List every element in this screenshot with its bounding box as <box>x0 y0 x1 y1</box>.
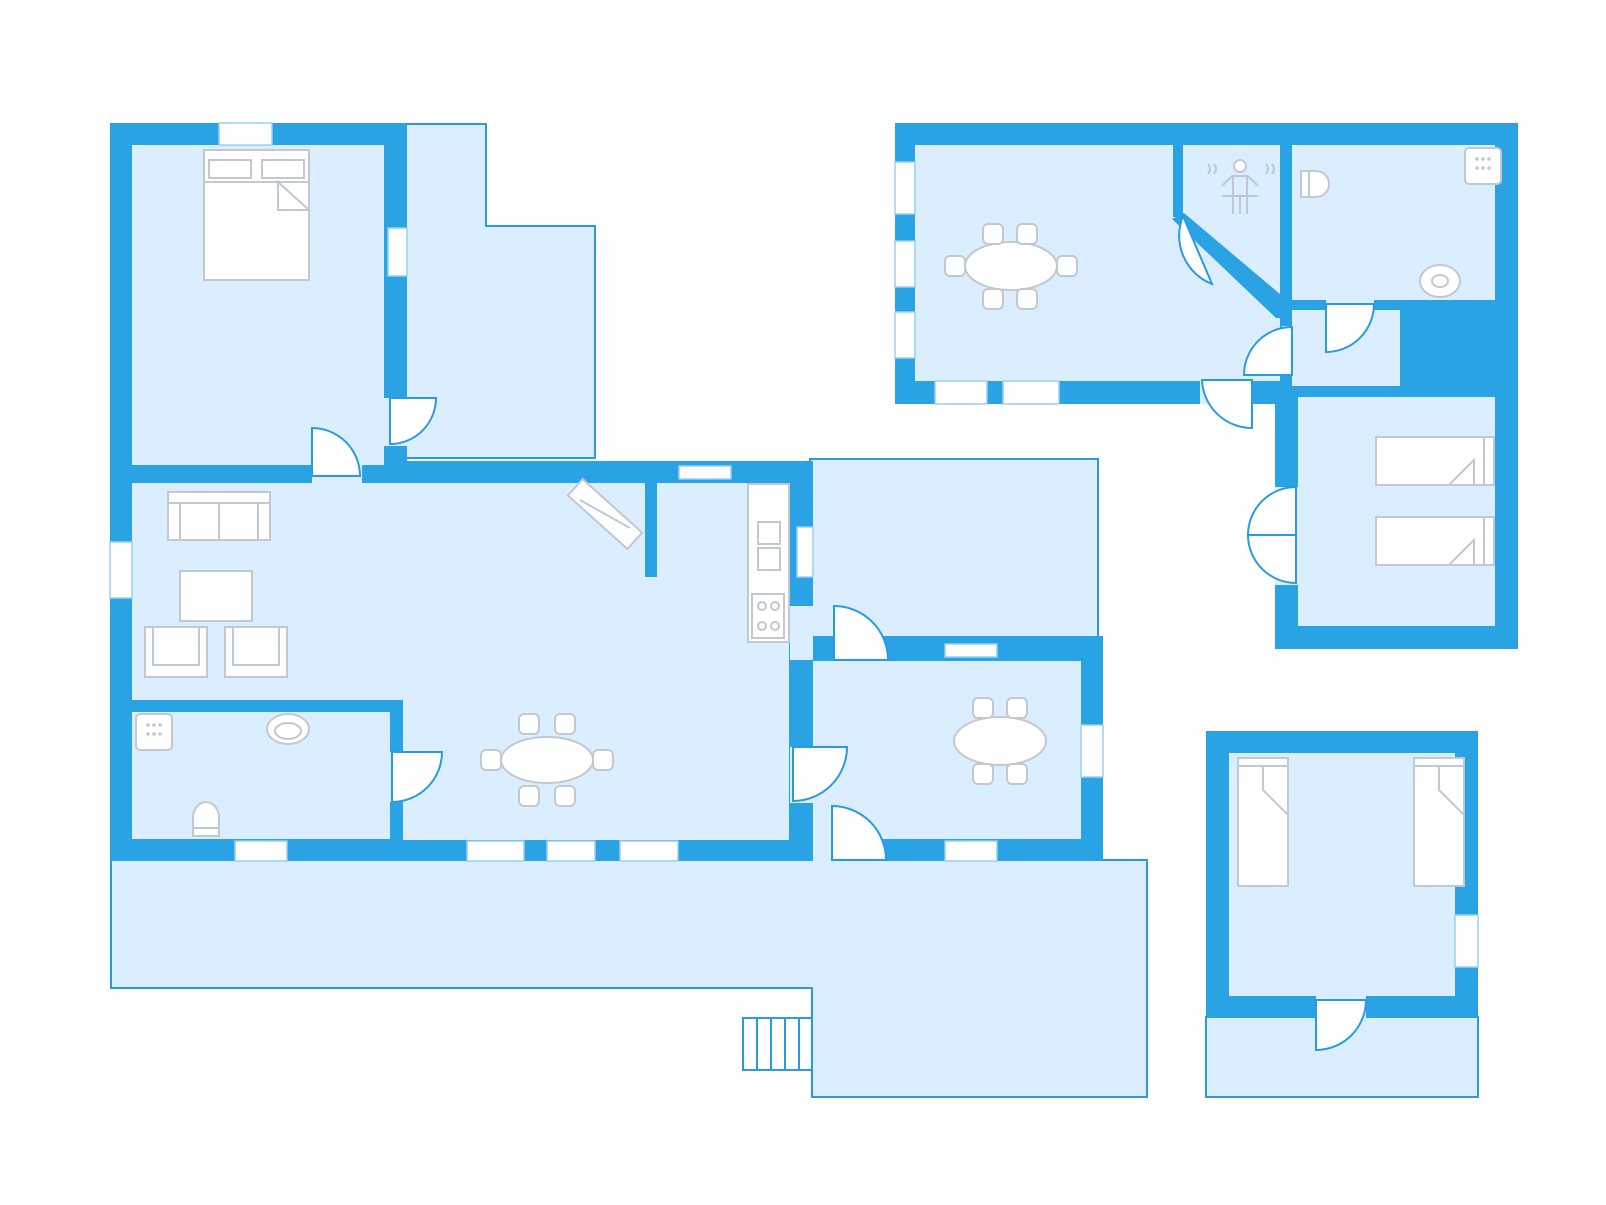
door[interactable] <box>1200 379 1253 430</box>
shower-icon <box>135 713 173 751</box>
double-bed <box>203 149 312 281</box>
window <box>894 311 916 359</box>
stove <box>751 593 785 639</box>
window <box>546 840 596 862</box>
window <box>1080 724 1104 778</box>
door[interactable] <box>1325 299 1376 354</box>
annex <box>894 123 1518 649</box>
bathroom <box>132 712 390 839</box>
single-bed <box>1375 436 1495 486</box>
door[interactable] <box>790 746 849 803</box>
bedroom <box>1298 397 1495 626</box>
furniture <box>135 147 1502 887</box>
window <box>619 840 679 862</box>
door[interactable] <box>813 804 888 861</box>
window <box>678 465 732 480</box>
window <box>1002 380 1060 405</box>
coffee-table <box>179 570 253 622</box>
sauna-icon <box>1207 159 1275 214</box>
dining-table-six-chairs <box>944 223 1078 310</box>
window <box>894 161 916 215</box>
window <box>1454 914 1479 968</box>
window <box>109 541 133 599</box>
door[interactable] <box>1315 996 1368 1052</box>
washbasin <box>1419 264 1461 298</box>
washbasin <box>266 713 310 745</box>
toilet <box>192 801 220 837</box>
window <box>796 526 814 578</box>
door[interactable] <box>311 426 362 483</box>
window <box>934 380 988 405</box>
sofa <box>167 491 271 541</box>
single-bed <box>1413 757 1465 887</box>
wood-stove <box>566 477 644 551</box>
window <box>894 240 916 288</box>
shower-icon <box>1464 147 1502 185</box>
steps <box>742 1017 813 1071</box>
door[interactable] <box>390 751 444 804</box>
window <box>387 227 408 277</box>
door[interactable] <box>1246 485 1298 585</box>
armchair <box>224 626 288 678</box>
window <box>944 840 998 862</box>
window <box>218 122 273 146</box>
window <box>944 643 998 658</box>
toilet <box>1300 170 1330 198</box>
door[interactable] <box>1178 213 1214 286</box>
single-bed <box>1237 757 1289 887</box>
window <box>466 840 525 862</box>
door[interactable] <box>384 397 438 446</box>
window <box>234 840 288 862</box>
single-bed <box>1375 516 1495 566</box>
armchair <box>144 626 208 678</box>
terrace-south <box>110 859 1148 1098</box>
sink <box>757 521 781 571</box>
bathroom <box>1292 145 1495 300</box>
door[interactable] <box>790 604 890 661</box>
dining-table-six-chairs <box>953 697 1047 785</box>
door[interactable] <box>1242 325 1294 376</box>
dining-table-six-chairs <box>480 713 614 807</box>
kitchen-counter <box>747 483 790 643</box>
